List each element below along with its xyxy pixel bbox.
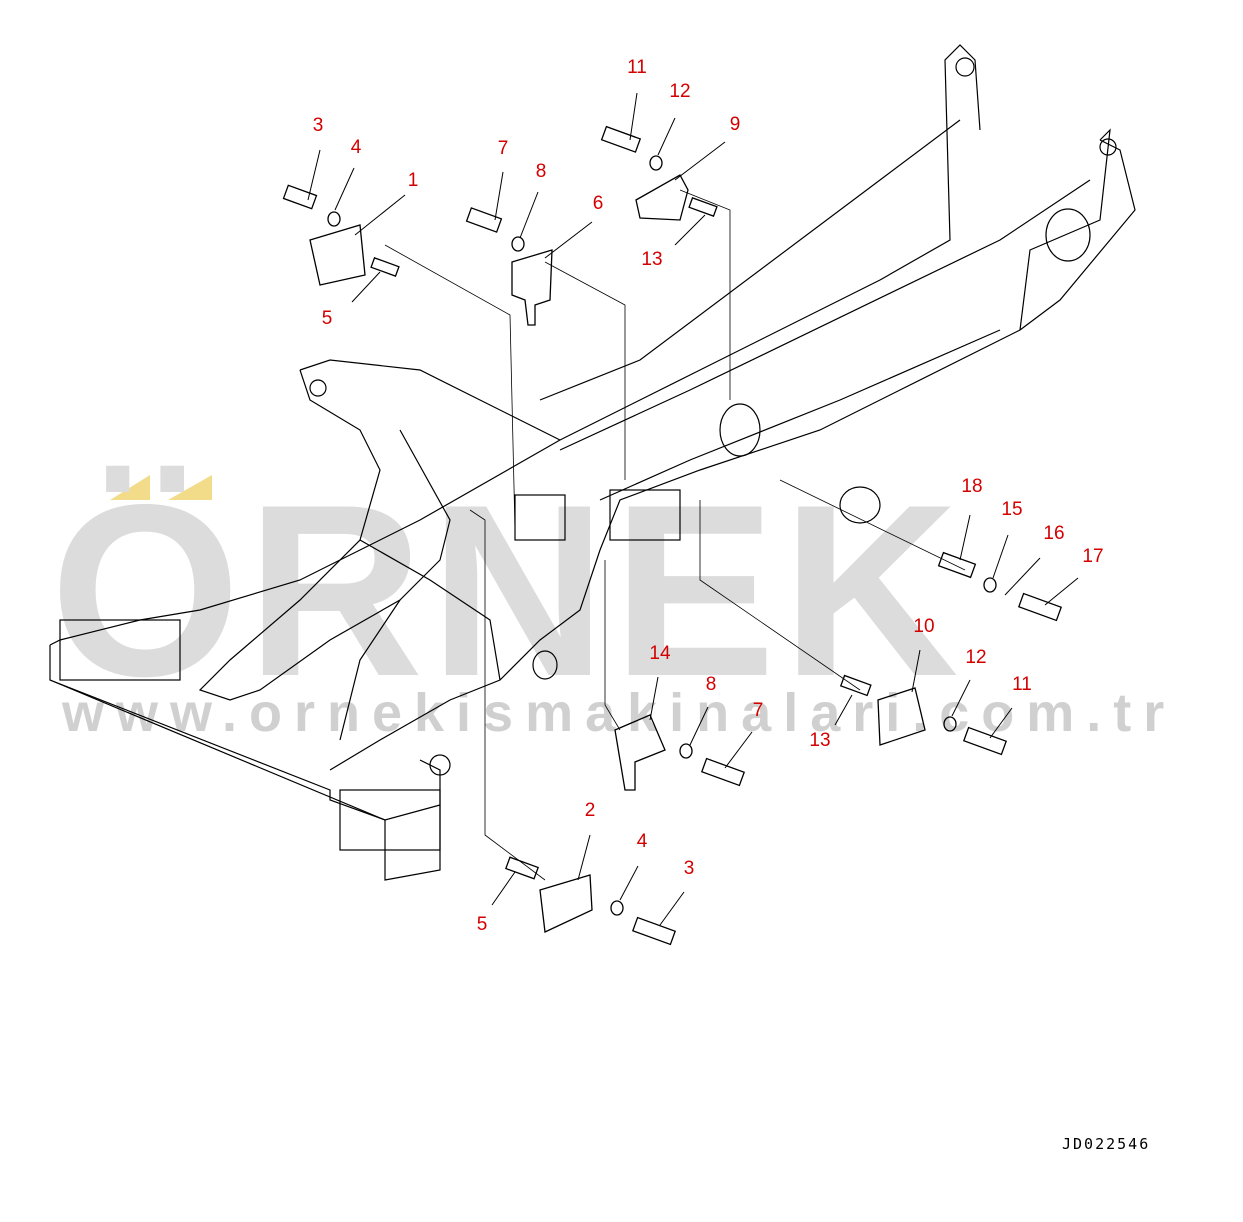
callout-5: 5 [321,308,333,329]
callout-10: 10 [913,616,935,637]
callout-2: 2 [584,800,596,821]
callout-3: 3 [312,115,324,136]
callout-16: 16 [1043,523,1065,544]
callout-4: 4 [636,831,648,852]
callout-1: 1 [407,170,419,191]
callout-8: 8 [535,161,547,182]
callout-11: 11 [627,57,647,78]
callout-3: 3 [683,858,695,879]
parts [282,125,1063,946]
drawing-code: JD022546 [1062,1135,1151,1153]
callout-8: 8 [705,674,717,695]
callout-11: 11 [1012,674,1032,695]
main-frame [49,44,1136,881]
callout-5: 5 [476,914,488,935]
callout-12: 12 [669,81,691,102]
callout-4: 4 [350,137,362,158]
callout-17: 17 [1082,546,1104,567]
callout-6: 6 [592,193,604,214]
callout-18: 18 [961,476,983,497]
callout-7: 7 [752,700,764,721]
watermark-url: www.ornekismakinalari.com.tr [62,683,1177,743]
callout-14: 14 [649,643,671,664]
callout-7: 7 [497,138,509,159]
assembly-lines [384,189,966,881]
callout-13: 13 [641,249,663,270]
watermark-brand: ÖRNEK [50,453,965,727]
callout-9: 9 [729,114,741,135]
callout-15: 15 [1001,499,1023,520]
callout-12: 12 [965,647,987,668]
leader-lines [307,92,1079,926]
callout-13: 13 [809,730,831,751]
